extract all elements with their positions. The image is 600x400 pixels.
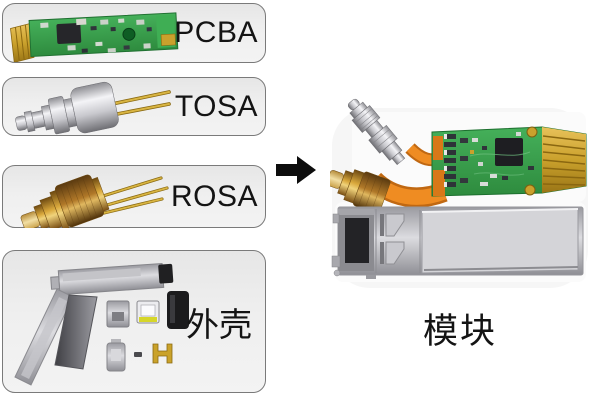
module-ic-chip	[495, 138, 523, 166]
module-smd-components	[444, 132, 534, 187]
shell-clip-1	[106, 300, 130, 328]
module-label: 模块	[422, 312, 497, 351]
component-label-rosa: ROSA	[170, 179, 258, 213]
shell-clip-2	[106, 339, 126, 372]
tosa-photo	[15, 81, 171, 135]
rosa-photo	[20, 174, 169, 228]
shell-slide-plate	[54, 294, 98, 370]
component-card-pcba: PCBA	[2, 3, 266, 63]
component-card-shell: 外壳	[2, 250, 266, 393]
module-tosa	[347, 98, 406, 166]
arrow-right-icon	[276, 156, 316, 184]
component-label-shell: 外壳	[186, 305, 252, 343]
shell-housing-body	[50, 262, 174, 296]
pcba-photo	[10, 12, 179, 62]
shell-screw	[134, 352, 142, 357]
shell-black-plastic	[167, 291, 189, 329]
shell-parts-photo	[14, 262, 189, 386]
shell-bail-holder	[136, 300, 160, 324]
component-label-pcba: PCBA	[174, 16, 258, 49]
module-photo	[330, 98, 588, 288]
module-housing	[331, 206, 584, 279]
module-pcba-assembly	[330, 98, 587, 214]
component-label-tosa: TOSA	[174, 89, 258, 123]
module-rosa	[330, 169, 391, 214]
component-card-tosa: TOSA	[2, 77, 266, 136]
shell-gold-clip	[152, 343, 173, 364]
component-card-rosa: ROSA	[2, 165, 266, 228]
